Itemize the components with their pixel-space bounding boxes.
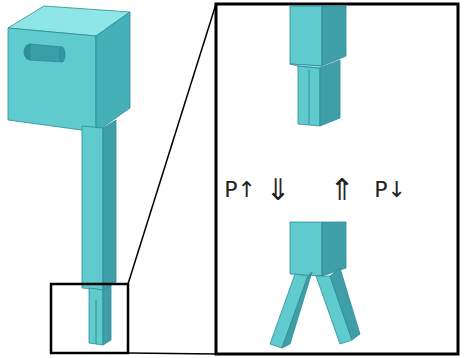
inset-frame <box>216 4 458 354</box>
closed-tip <box>290 6 346 126</box>
pressure-label: P↓ <box>374 179 406 201</box>
pressure-label: P↑ <box>224 179 256 201</box>
zoom-line <box>128 4 216 284</box>
stick <box>82 120 116 345</box>
direction-arrow: ⇓ <box>265 175 290 205</box>
split-tip <box>270 222 360 348</box>
direction-arrow: ⇑ <box>329 175 354 205</box>
cube <box>8 6 130 132</box>
zoom-line <box>128 353 216 354</box>
zoom-box <box>51 284 128 353</box>
